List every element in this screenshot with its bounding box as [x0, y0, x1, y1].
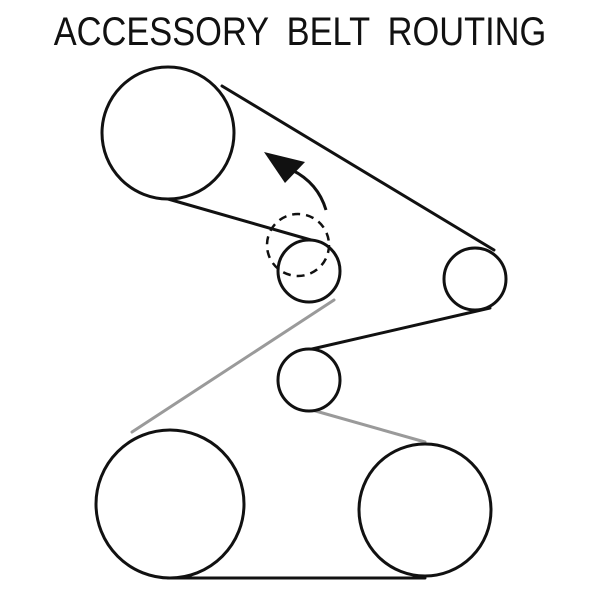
belt-segment-middle-idler-to-bottom-right [310, 408, 427, 444]
pulley-bottom-right [357, 442, 493, 578]
tensioner-pulley [276, 238, 342, 304]
idler-pulley-right [442, 246, 508, 312]
tensioner-indicator [264, 152, 331, 278]
pulley-top-left [100, 65, 236, 201]
pulley-bottom-left [94, 428, 246, 580]
diagram-title: ACCESSORY BELT ROUTING [53, 10, 547, 54]
belt-segment-top-left-to-tensioner [166, 197, 313, 242]
idler-pulley-middle [276, 347, 342, 413]
curved-arrow-icon [291, 168, 328, 211]
arrow-head-icon [264, 152, 305, 183]
belt-segment-tensioner-to-bottom-left [130, 298, 336, 434]
tensioner-dashed-outline [265, 212, 331, 278]
pulleys [94, 65, 508, 580]
belt [130, 84, 496, 580]
belt-segment-top-left-to-right-idler [220, 84, 496, 252]
belt-segment-right-idler-to-middle-idler [310, 306, 492, 351]
